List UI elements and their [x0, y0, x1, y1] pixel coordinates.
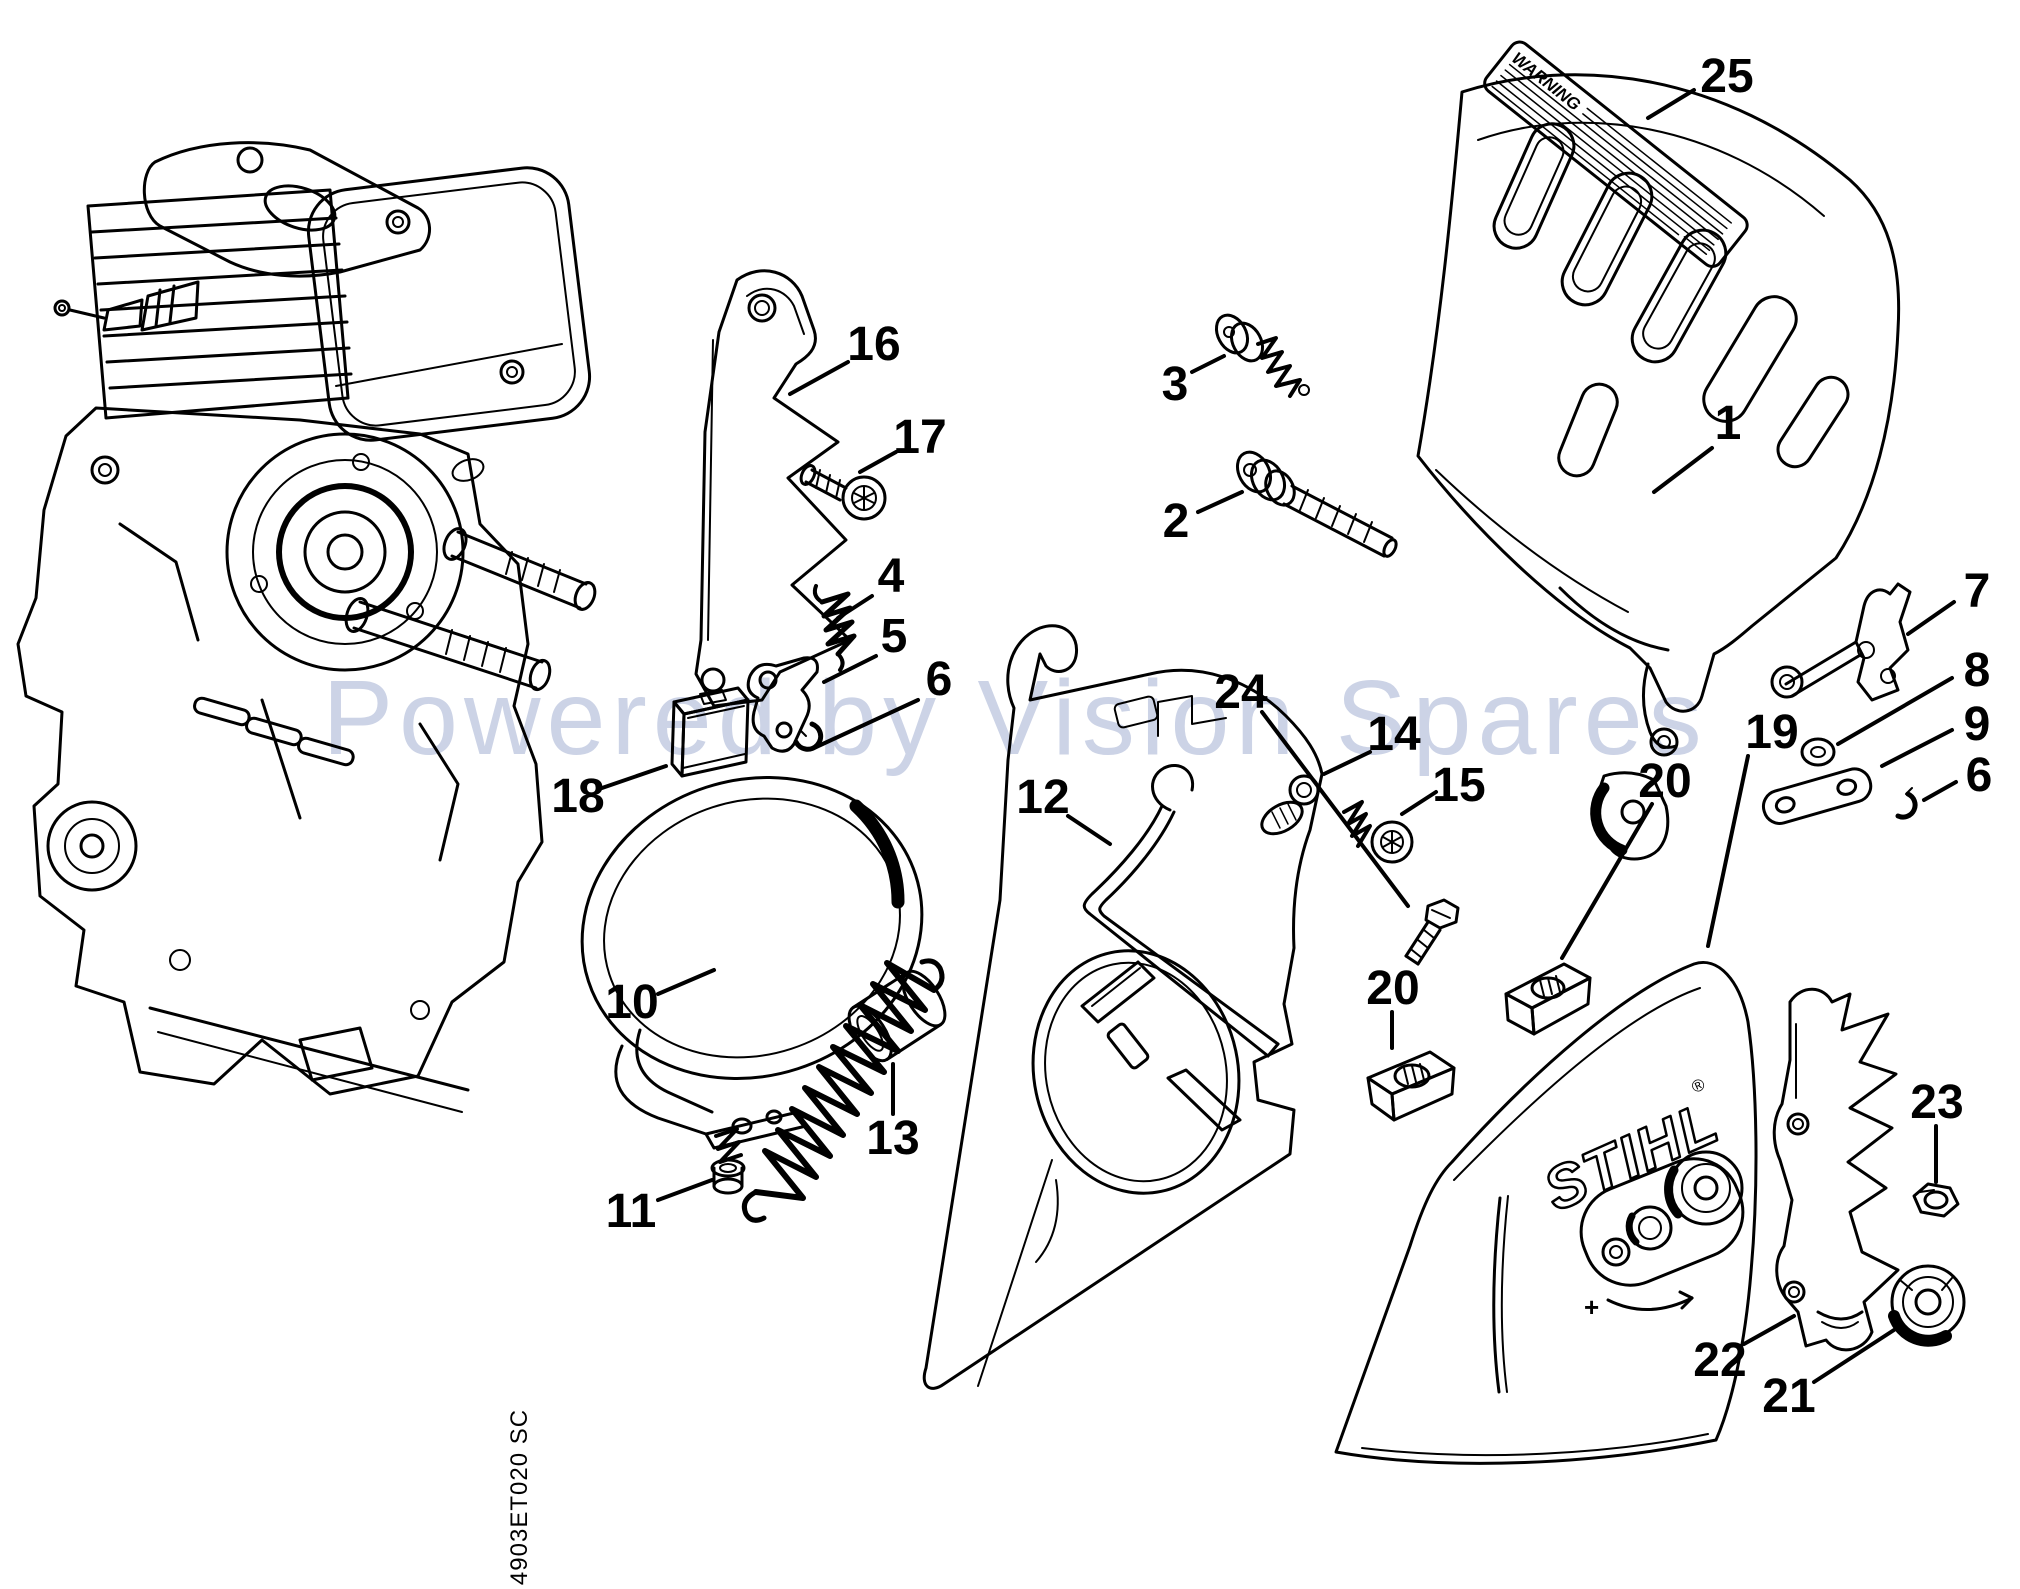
leader-4 — [836, 594, 874, 620]
leader-6a — [812, 698, 920, 750]
watermark: Powered by Vision Spares — [322, 659, 1708, 777]
part-callout-12: 12 — [1016, 771, 1070, 824]
brake-band — [580, 776, 924, 1150]
leader-14 — [1322, 750, 1372, 776]
chain-tensioner: + — [1579, 1150, 1745, 1322]
leader-2 — [1196, 490, 1244, 514]
leader-16 — [788, 360, 850, 396]
screw-17 — [799, 464, 887, 521]
brake-block-18 — [670, 686, 750, 778]
leader-12 — [1066, 814, 1112, 846]
bolt-24 — [1404, 898, 1460, 966]
screw-11 — [710, 1127, 746, 1195]
part-callout-20b: 20 — [1638, 755, 1692, 808]
part-callout-3: 3 — [1161, 358, 1189, 411]
collar-nut-21 — [1888, 1264, 1966, 1347]
spark-plug — [53, 280, 200, 332]
leader-11 — [656, 1178, 714, 1202]
leader-18 — [600, 764, 668, 790]
muffler — [306, 166, 592, 442]
lever-linkage-7 — [1770, 582, 1912, 702]
drawing-number: 4903ET020 SC — [506, 1408, 533, 1586]
sprocket-cover: STIHL ® + — [1334, 961, 1758, 1465]
part-callout-8: 8 — [1963, 644, 1991, 697]
bumper-spike-inner — [694, 269, 852, 708]
screw-15 — [1342, 800, 1414, 864]
part-callout-17: 17 — [893, 411, 947, 464]
part-callout-20: 20 — [1366, 962, 1420, 1015]
bumper-spike-outer — [1772, 987, 1900, 1352]
part-callout-6b: 6 — [1965, 749, 1993, 802]
leader-6b — [1922, 780, 1958, 802]
e-clip-6-right — [1895, 787, 1918, 820]
leader-9 — [1880, 728, 1954, 768]
leader-lines — [600, 88, 1958, 1384]
part-callout-22: 22 — [1693, 1334, 1747, 1387]
leader-24 — [1260, 710, 1410, 908]
plug-and-spring-3 — [1214, 313, 1310, 398]
part-callout-4: 4 — [877, 550, 905, 603]
sliding-nut-20-left — [1366, 1050, 1456, 1122]
sliding-nut-20-right — [1504, 962, 1592, 1036]
part-callout-5: 5 — [880, 610, 908, 663]
leader-21 — [1812, 1328, 1896, 1384]
leader-20b — [1560, 802, 1654, 960]
part-callout-21: 21 — [1762, 1370, 1816, 1423]
plus-mark: + — [1584, 1292, 1599, 1322]
part-callout-11: 11 — [605, 1185, 657, 1238]
leader-5 — [822, 654, 878, 684]
part-callout-19: 19 — [1745, 706, 1799, 759]
part-callout-1: 1 — [1714, 397, 1742, 450]
svg-text:STIHL: STIHL — [1534, 1088, 1729, 1224]
plug-and-screw-2 — [1235, 450, 1398, 558]
part-callout-23: 23 — [1910, 1076, 1964, 1129]
part-callout-2: 2 — [1162, 495, 1190, 548]
leader-1 — [1652, 446, 1714, 494]
leader-10 — [656, 968, 716, 996]
part-callout-6: 6 — [925, 653, 953, 706]
part-callout-13: 13 — [866, 1112, 920, 1165]
brake-lever-and-spring — [741, 764, 1280, 1223]
inner-side-plate — [922, 624, 1324, 1390]
clutch-drum — [225, 432, 465, 672]
part-callout-9: 9 — [1963, 698, 1991, 751]
leader-3 — [1190, 354, 1226, 374]
leader-25 — [1646, 88, 1696, 120]
bar-studs — [344, 527, 597, 692]
link-9 — [1761, 767, 1873, 825]
nut-23 — [1912, 1182, 1960, 1218]
stihl-logo: STIHL ® — [1533, 1074, 1730, 1225]
leader-8 — [1836, 676, 1954, 746]
leader-7 — [1906, 600, 1956, 636]
washer-8 — [1800, 737, 1836, 767]
leader-17 — [858, 450, 898, 474]
part-callout-25: 25 — [1700, 50, 1754, 103]
part-callout-15: 15 — [1432, 759, 1486, 812]
part-callout-7: 7 — [1963, 565, 1991, 618]
part-callout-18: 18 — [551, 770, 605, 823]
part-callout-14: 14 — [1367, 708, 1421, 761]
part-callout-10: 10 — [605, 976, 659, 1029]
spring-4 — [812, 584, 857, 672]
leader-19 — [1706, 754, 1750, 948]
leader-15 — [1400, 790, 1438, 816]
leader-22 — [1742, 1314, 1796, 1346]
part-callout-16: 16 — [847, 318, 901, 371]
part-callout-24: 24 — [1214, 666, 1268, 719]
engine-assembly — [16, 141, 597, 1113]
